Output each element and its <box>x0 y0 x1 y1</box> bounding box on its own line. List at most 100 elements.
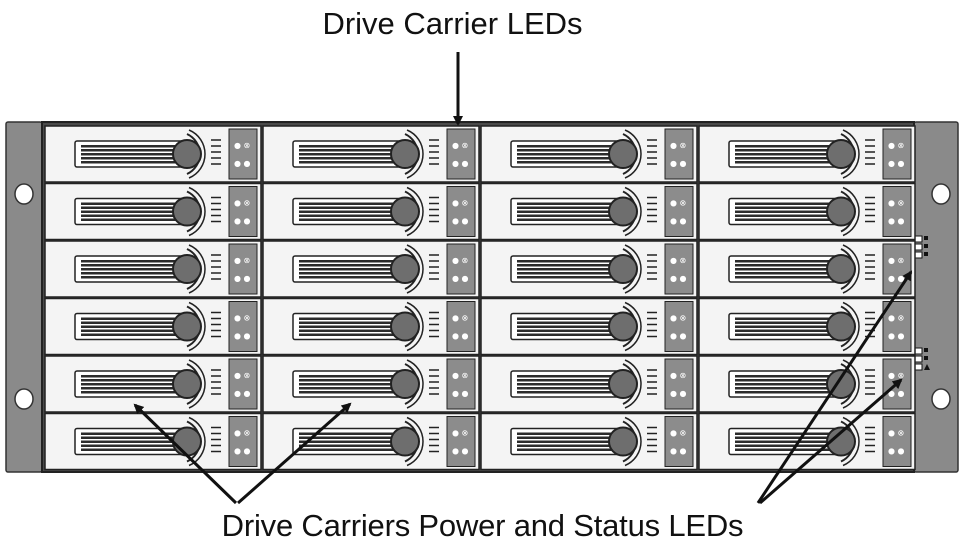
carrier-latch-knob <box>390 254 420 284</box>
carrier-top-leds: ● ⊗ <box>670 371 686 380</box>
carrier-top-leds: ● ⊗ <box>888 314 904 323</box>
drive-carrier: ● ⊗● ● <box>44 240 262 298</box>
left-ear-mount-hole-top <box>14 183 34 205</box>
carrier-top-leds: ● ⊗ <box>452 429 468 438</box>
carrier-latch-knob <box>172 196 202 227</box>
right-ear-mount-hole-top <box>931 183 951 205</box>
drive-carrier: ● ⊗● ● <box>262 125 480 183</box>
carrier-bottom-leds: ● ● <box>888 274 905 283</box>
carrier-led-panel <box>664 358 694 410</box>
enclosure-power-leds <box>914 235 928 259</box>
drive-carrier: ● ⊗ ● ● <box>44 182 262 241</box>
drive-bays: ● ⊗ ● ● ● ⊗ ● ● ● ⊗ ● ● ● ⊗ ● ● ● ⊗ ● ● ● ⊗ ● ● ● ⊗ ●… <box>44 125 916 471</box>
carrier-bottom-leds: ● ● <box>452 332 469 341</box>
carrier-bottom-leds: ● ● <box>670 159 687 168</box>
carrier-latch-knob <box>826 196 856 227</box>
carrier-latch-knob <box>390 311 420 342</box>
carrier-bottom-leds: ● ● <box>452 389 469 398</box>
drive-carrier: ● ⊗ ● ● <box>698 125 916 183</box>
carrier-led-panel <box>664 243 694 295</box>
carrier-bottom-leds: ● ● <box>670 217 687 226</box>
enclosure-power-leds-arrow <box>756 270 913 504</box>
carrier-bottom-leds: ● ● <box>234 159 251 168</box>
drive-carrier: ● ⊗● ● <box>262 182 480 241</box>
carrier-bottom-leds: ● ● <box>670 389 687 398</box>
carrier-led-panel <box>882 416 912 467</box>
carrier-top-leds: ● ⊗ <box>670 199 686 208</box>
carrier-bottom-leds: ● ● <box>670 274 687 283</box>
carrier-bottom-leds: ● ● <box>234 447 251 456</box>
drive-carrier: ● ⊗ ● ● <box>44 355 262 413</box>
carrier-led-panel <box>882 186 912 237</box>
drive-carrier: ● ⊗ ● ● <box>480 240 698 298</box>
carrier-top-leds: ● ⊗ <box>234 141 250 150</box>
carrier-top-leds: ● ⊗ <box>452 256 468 265</box>
carrier-led-panel <box>446 128 476 180</box>
carrier-bottom-leds: ● ● <box>888 217 905 226</box>
drive-carrier: ● ⊗● ● <box>698 355 916 413</box>
carrier-bottom-leds: ● ● <box>888 159 905 168</box>
carrier-latch-knob <box>826 311 856 342</box>
drive-carrier: ● ⊗● ● <box>44 297 262 356</box>
carrier-bottom-leds: ● ● <box>888 332 905 341</box>
carrier-latch-knob <box>608 426 638 457</box>
carrier-latch-knob <box>390 426 420 457</box>
carrier-latch-knob <box>826 139 856 169</box>
carrier-bottom-leds: ● ● <box>888 389 905 398</box>
carrier-led-panel <box>228 416 258 467</box>
carrier-latch-knob <box>390 139 420 169</box>
carrier-led-panel <box>228 301 258 352</box>
carrier-latch-knob <box>826 426 856 457</box>
drive-carrier: ● ⊗● ● <box>698 412 916 471</box>
carrier-arrow-middle <box>237 402 352 505</box>
carrier-led-panel <box>446 243 476 295</box>
carrier-bottom-leds: ● ● <box>452 447 469 456</box>
carrier-latch-knob <box>608 196 638 227</box>
carrier-led-panel <box>664 301 694 352</box>
carrier-latch-knob <box>390 369 420 399</box>
carrier-top-leds: ● ⊗ <box>234 429 250 438</box>
carrier-top-leds: ● ⊗ <box>670 256 686 265</box>
carrier-latch-knob <box>172 254 202 284</box>
carrier-top-leds: ● ⊗ <box>234 199 250 208</box>
drive-carrier: ● ⊗ ● ● <box>698 297 916 356</box>
carrier-latch-knob <box>826 369 856 399</box>
carrier-arrow-left <box>133 403 238 505</box>
carrier-bottom-leds: ● ● <box>670 332 687 341</box>
carrier-top-leds: ● ⊗ <box>888 141 904 150</box>
drive-carrier: ● ⊗ ● ● <box>480 182 698 241</box>
carrier-top-leds: ● ⊗ <box>888 429 904 438</box>
drive-carrier: ● ⊗ ● ● <box>44 125 262 183</box>
carrier-bottom-leds: ● ● <box>234 217 251 226</box>
drive-carrier: ● ⊗● ● <box>262 297 480 356</box>
carrier-top-leds: ● ⊗ <box>670 141 686 150</box>
carrier-bottom-leds: ● ● <box>234 274 251 283</box>
power-status-leds-label: Drive Carriers Power and Status LEDs <box>221 508 744 543</box>
carrier-latch-knob <box>390 196 420 227</box>
carrier-top-leds: ● ⊗ <box>888 256 904 265</box>
drive-carrier: ● ⊗ ● ● <box>698 240 916 298</box>
carrier-bottom-leds: ● ● <box>670 447 687 456</box>
drive-carrier: ● ⊗● ● <box>480 412 698 471</box>
carrier-led-panel <box>664 416 694 467</box>
carrier-led-panel <box>446 301 476 352</box>
carrier-led-panel <box>228 186 258 237</box>
drive-carrier: ● ⊗● ● <box>262 240 480 298</box>
carrier-led-panel <box>882 128 912 180</box>
left-ear-mount-hole-bottom <box>14 388 34 410</box>
left-rack-ear <box>5 121 43 473</box>
carrier-top-leds: ● ⊗ <box>452 141 468 150</box>
carrier-bottom-leds: ● ● <box>234 389 251 398</box>
carrier-led-panel <box>882 243 912 295</box>
carrier-bottom-leds: ● ● <box>234 332 251 341</box>
carrier-led-panel <box>228 358 258 410</box>
drive-carrier: ● ⊗● ● <box>262 355 480 413</box>
carrier-latch-knob <box>172 369 202 399</box>
carrier-latch-knob <box>172 311 202 342</box>
carrier-top-leds: ● ⊗ <box>452 199 468 208</box>
carrier-latch-knob <box>608 369 638 399</box>
carrier-top-leds: ● ⊗ <box>670 314 686 323</box>
carrier-led-panel <box>446 186 476 237</box>
right-rack-ear <box>913 121 959 473</box>
carrier-top-leds: ● ⊗ <box>234 371 250 380</box>
